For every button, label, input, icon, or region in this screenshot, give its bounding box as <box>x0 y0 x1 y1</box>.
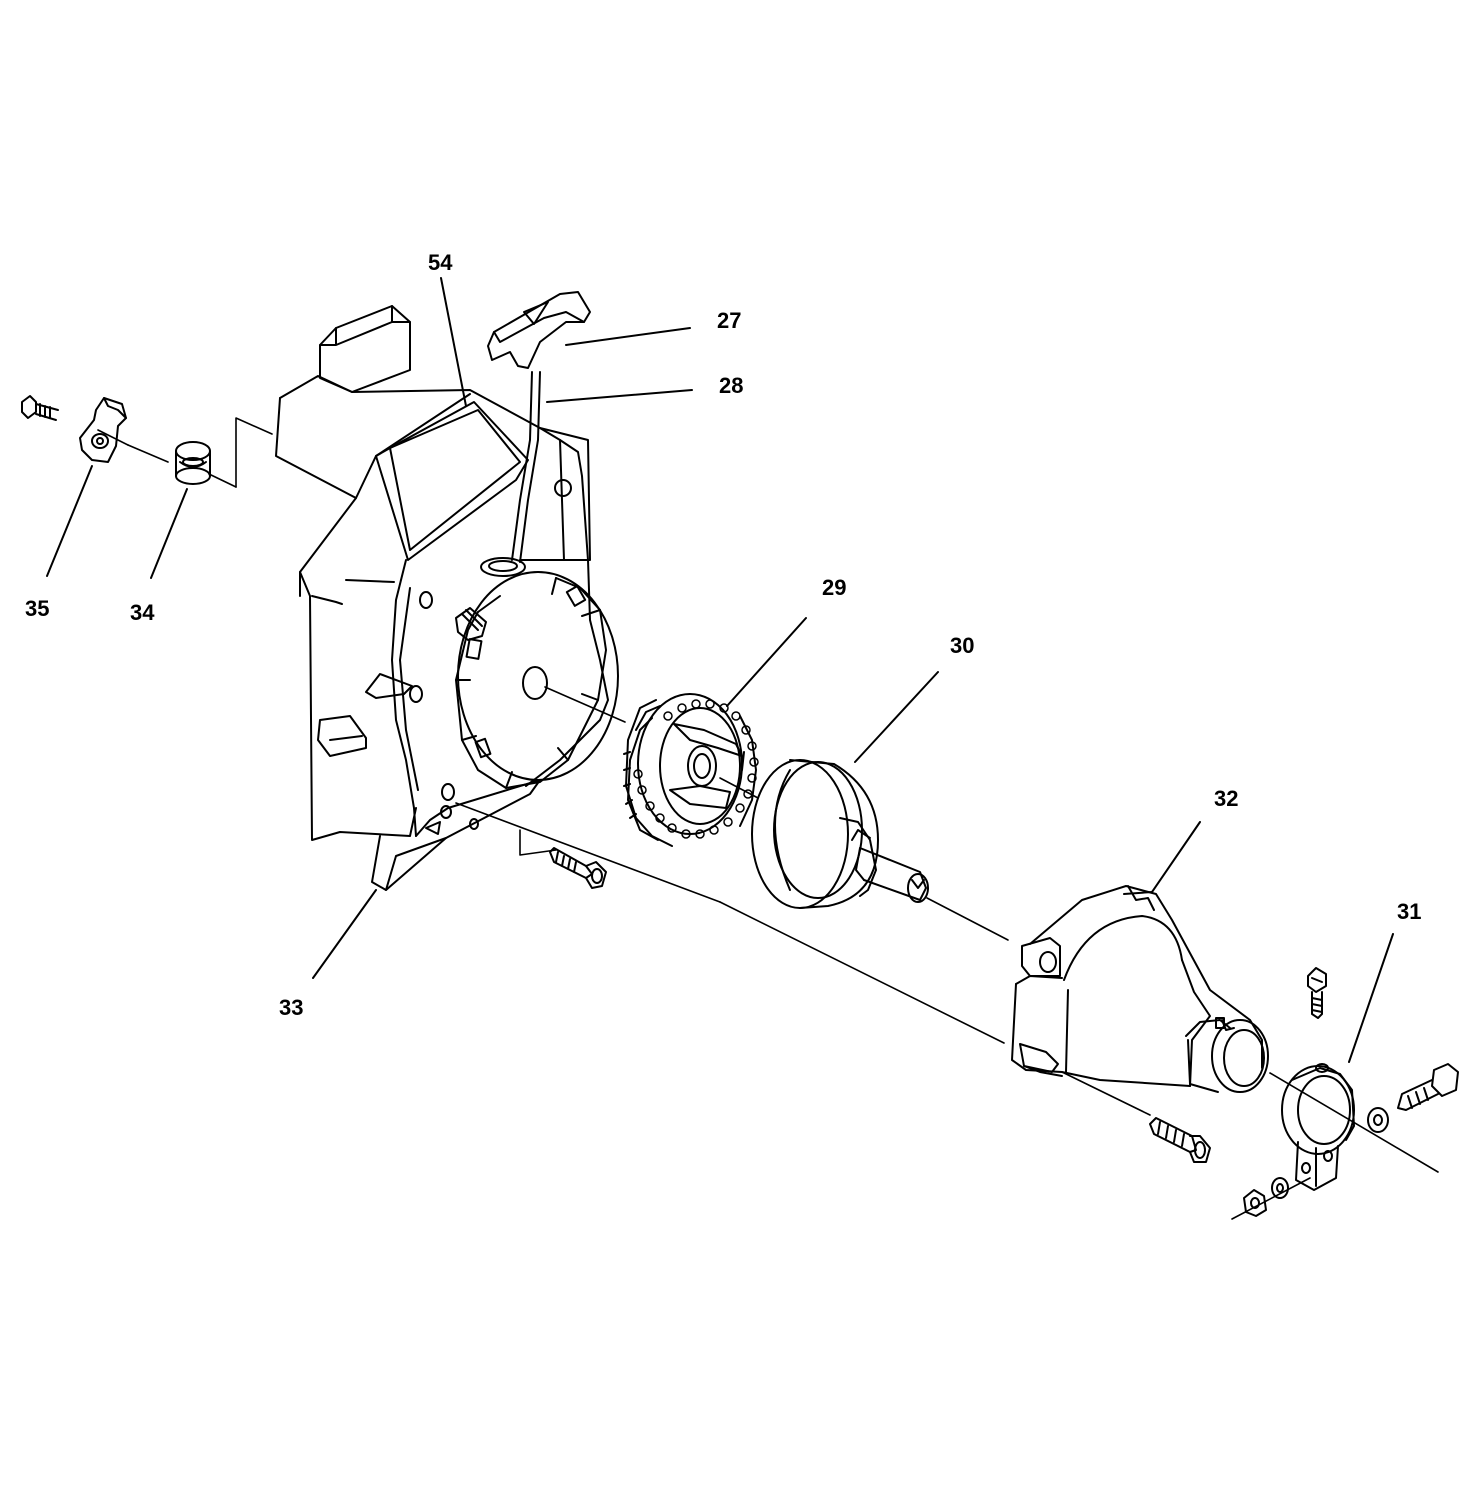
callout-54: 54 <box>428 250 453 275</box>
part-30-clutch-drum <box>752 760 928 908</box>
leader-28 <box>547 390 692 402</box>
callout-34: 34 <box>130 600 155 625</box>
leader-lines <box>47 278 1393 1062</box>
callout-27: 27 <box>717 308 742 333</box>
leader-35 <box>47 466 92 576</box>
gear-housing-screw <box>1150 1118 1210 1162</box>
part-34-grommet <box>176 442 210 484</box>
callout-31: 31 <box>1397 899 1422 924</box>
part-31-clamp <box>1244 968 1458 1216</box>
part-27-handle <box>488 292 590 368</box>
leader-27 <box>566 328 690 345</box>
callout-28: 28 <box>719 373 744 398</box>
part-35-clip <box>22 396 126 462</box>
leader-32 <box>1152 822 1200 892</box>
callout-29: 29 <box>822 575 847 600</box>
leader-33 <box>313 890 376 978</box>
callout-35: 35 <box>25 596 50 621</box>
callout-33: 33 <box>279 995 304 1020</box>
leader-29 <box>727 618 806 706</box>
leader-31 <box>1349 934 1393 1062</box>
leader-54 <box>441 278 466 406</box>
leader-30 <box>855 672 938 762</box>
callout-32: 32 <box>1214 786 1239 811</box>
housing-screw <box>550 848 606 888</box>
part-28-rope <box>512 372 540 562</box>
leader-34 <box>151 489 187 578</box>
part-33-housing <box>276 306 618 890</box>
part-32-gear-housing <box>1012 886 1268 1092</box>
part-29-pawl-plate <box>624 694 758 846</box>
callout-30: 30 <box>950 633 975 658</box>
axis-lines <box>98 418 1438 1219</box>
